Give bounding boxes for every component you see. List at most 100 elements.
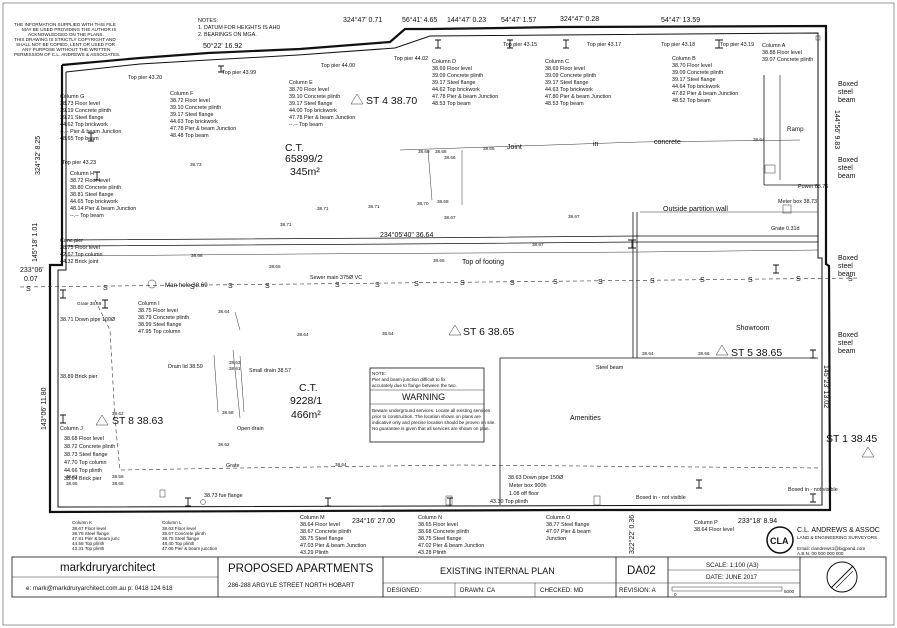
steel-beam-label: Steel beam	[596, 365, 624, 371]
svg-text:38.67: 38.67	[568, 214, 580, 219]
svg-text:47.06 Pier & beam junction: 47.06 Pier & beam junction	[162, 546, 218, 551]
svg-text:beam: beam	[838, 173, 856, 180]
downpipe-label: 38.71 Down pipe 100Ø	[60, 317, 116, 323]
svg-text:38.69 Floor level: 38.69 Floor level	[432, 66, 472, 72]
svg-text:44.62 Top brickwork: 44.62 Top brickwork	[60, 122, 108, 128]
bearing-13: 145°23' 13.02	[822, 365, 830, 408]
svg-text:39.10 Concrete plinth: 39.10 Concrete plinth	[289, 94, 340, 100]
conc-pier-notes: 38.75 Floor level 42.67 Top column 44.32…	[60, 245, 102, 265]
svg-text:Column A: Column A	[762, 43, 786, 49]
svg-text:S: S	[190, 284, 195, 291]
grate-top-label: Grate 38.68	[77, 301, 102, 306]
bearing-16: 322°22' 0.36	[628, 515, 636, 554]
svg-text:48.53 Top beam: 48.53 Top beam	[432, 101, 471, 107]
ct1-label: C.T.	[285, 142, 304, 154]
column-b-notes: Column B 38.70 Floor level 39.09 Concret…	[672, 56, 738, 104]
architect-name: markdruryarchitect	[60, 562, 156, 574]
svg-text:38.75 Steel flange: 38.75 Steel flange	[162, 536, 199, 541]
svg-text:47.81 Pier & beam junc: 47.81 Pier & beam junc	[72, 536, 120, 541]
svg-text:38.67 Concrete plinth: 38.67 Concrete plinth	[162, 531, 206, 536]
scale-bar-zero: 0	[674, 592, 677, 597]
svg-text:38.70: 38.70	[417, 201, 429, 206]
notes-line-2: 2. BEARINGS ON MGA.	[198, 32, 257, 38]
svg-text:38.62: 38.62	[218, 442, 230, 447]
downpipe-150-label: 38.63 Down pipe 150Ø	[508, 475, 564, 481]
copyright-line-5: SHALL NOT BE COPIED, LENT OR USED FOR	[16, 42, 116, 47]
column-e-notes: Column E 38.70 Floor level 39.10 Concret…	[289, 80, 355, 128]
svg-text:Column B: Column B	[672, 56, 696, 62]
svg-text:S: S	[375, 282, 380, 289]
column-n-notes: Column N 38.65 Floor level 38.68 Concret…	[418, 515, 484, 556]
checked-field: CHECKED: MD	[540, 587, 584, 594]
svg-text:47.03 Pier & beam Junction: 47.03 Pier & beam Junction	[300, 543, 366, 549]
svg-text:S: S	[796, 276, 801, 283]
surveyor-sub: LAND & ENGINEERING SURVEYORS	[797, 535, 877, 540]
svg-text:S: S	[848, 276, 853, 283]
st6-label: ST 6 38.65	[463, 326, 514, 338]
bearing-5: 324°47' 0.28	[560, 15, 599, 23]
bearing-10: 145°18' 1.01	[31, 223, 39, 262]
svg-text:44.63 Top brickwork: 44.63 Top brickwork	[170, 119, 218, 125]
title-boundary	[48, 24, 832, 514]
grate-label: Grate	[226, 463, 239, 469]
architect-contact: e: mark@markdruryarchitect.com.au p: 041…	[26, 585, 173, 592]
svg-text:38.70 Floor level: 38.70 Floor level	[672, 63, 712, 69]
surveyor-email: Email: clandrews1@bigpond.com	[797, 546, 865, 551]
st8-marker	[95, 414, 109, 426]
top-pier-8: Top pier 43.19	[720, 42, 754, 48]
svg-text:Column H: Column H	[70, 171, 94, 177]
st8-label: ST 8 38.63	[112, 415, 163, 427]
bearing-7: 50°22' 16.92	[203, 42, 242, 50]
svg-text:38.73 Floor level: 38.73 Floor level	[60, 101, 100, 107]
svg-text:48.65 Top beam: 48.65 Top beam	[60, 136, 99, 142]
svg-text:38.62: 38.62	[66, 474, 78, 479]
svg-text:steel: steel	[838, 165, 853, 172]
svg-text:39.09 Concrete plinth: 39.09 Concrete plinth	[672, 70, 723, 76]
bearing-14: 234°16' 27.00	[352, 517, 395, 525]
column-p-notes: Column P 38.64 Floor level	[694, 520, 734, 533]
svg-text:38.75 Steel flange: 38.75 Steel flange	[418, 536, 461, 542]
top-pier-6: Top pier 43.17	[587, 42, 621, 48]
meter-box-right-label: Meter box 38.73	[778, 199, 817, 205]
svg-text:38.64 Brick pier: 38.64 Brick pier	[64, 476, 102, 482]
svg-text:38.68: 38.68	[437, 199, 449, 204]
svg-text:38.65 Floor level: 38.65 Floor level	[418, 522, 458, 528]
svg-text:48.48 Top beam: 48.48 Top beam	[170, 133, 209, 139]
column-symbol-i	[102, 299, 108, 309]
flue-flange-label: 38.73 fue flange	[204, 493, 243, 499]
surveyor-logo-mark	[766, 526, 794, 554]
svg-text:48.14 Pier & beam Junction: 48.14 Pier & beam Junction	[70, 206, 136, 212]
top-pier-1: Top pier 43.20	[128, 75, 162, 81]
bearing-3: 144°47' 0.23	[447, 16, 486, 24]
svg-text:38.72 Floor level: 38.72 Floor level	[170, 98, 210, 104]
drawing-date: DATE: JUNE 2017	[706, 574, 758, 581]
concrete-label: concrete	[654, 139, 681, 146]
column-symbols	[60, 35, 821, 507]
svg-text:S: S	[700, 277, 705, 284]
bearing-17: 234°05'40" 36.64	[380, 231, 433, 239]
bearing-9: 324°32' 8.25	[34, 136, 42, 175]
svg-text:38.68 Floor level: 38.68 Floor level	[64, 436, 104, 442]
warning-title: WARNING	[402, 392, 445, 402]
warning-line-3: indicative only and precise location sho…	[372, 420, 496, 425]
svg-text:38.70 Floor level: 38.70 Floor level	[289, 87, 329, 93]
column-symbol-f	[218, 65, 224, 73]
column-j-notes: Column J 38.68 Floor level 38.72 Concret…	[60, 426, 115, 482]
column-c-notes: Column C 38.69 Floor level 39.09 Concret…	[545, 59, 611, 107]
svg-text:38.64 Floor level: 38.64 Floor level	[300, 522, 340, 528]
open-drain-label: Open drain	[237, 426, 264, 432]
copyright-line-4: THIS DRAWING IS STRICTLY COPYRIGHT AND	[14, 37, 116, 42]
st5-label: ST 5 38.65	[731, 347, 782, 359]
svg-text:38.69 Floor level: 38.69 Floor level	[545, 66, 585, 72]
svg-text:Junction: Junction	[546, 536, 566, 542]
svg-text:44.63 Top brickwork: 44.63 Top brickwork	[545, 87, 593, 93]
joint-label: Joint	[507, 144, 522, 151]
drains	[94, 279, 821, 506]
svg-text:Column M: Column M	[300, 515, 325, 521]
note-line-2: accurately due to flange between the two…	[372, 383, 457, 388]
svg-text:39.19 Concrete plinth: 39.19 Concrete plinth	[60, 108, 111, 114]
svg-text:Column K: Column K	[72, 520, 93, 525]
svg-text:38.64: 38.64	[218, 309, 230, 314]
svg-text:39.17 Steel flange: 39.17 Steel flange	[289, 101, 332, 107]
